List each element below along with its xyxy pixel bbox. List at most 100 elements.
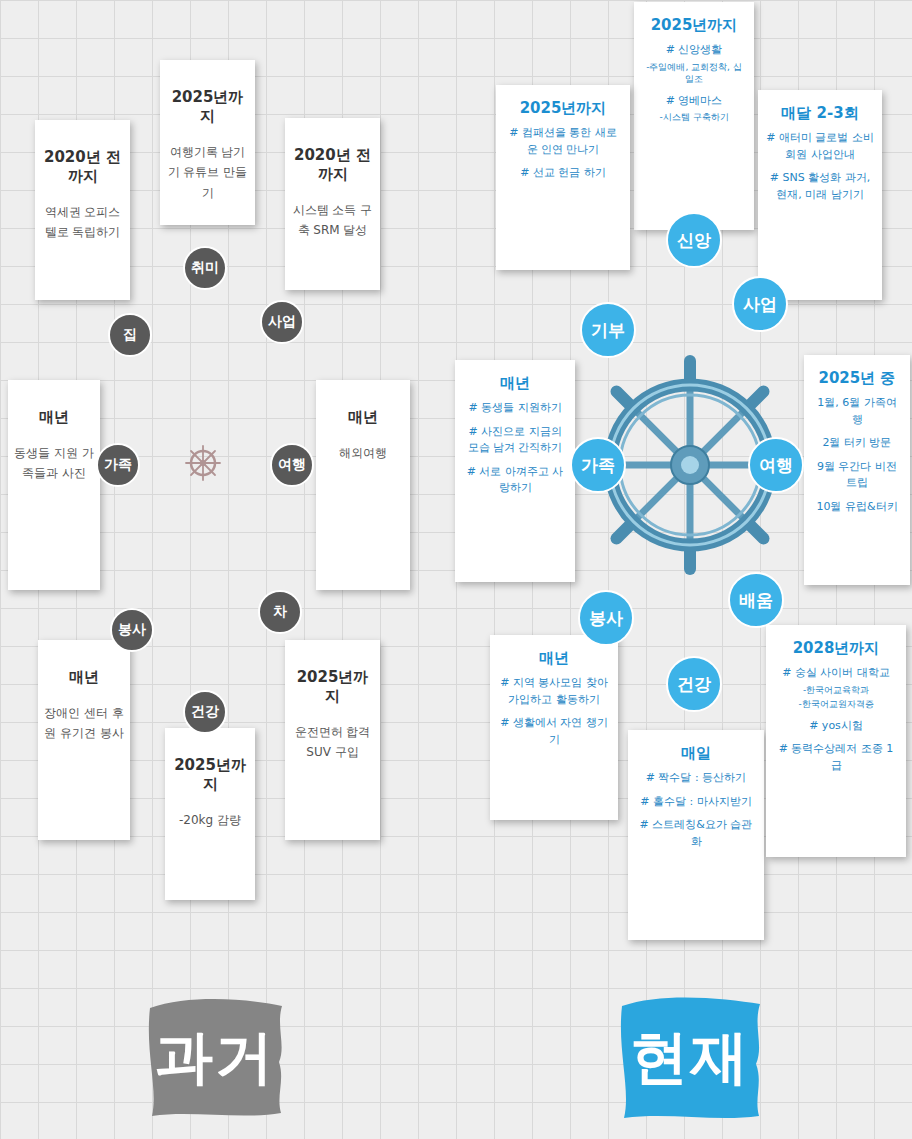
category-label: 여행 <box>278 456 306 474</box>
goal-period: 매달 2-3회 <box>766 104 874 123</box>
goal-period: 매년 <box>322 408 404 427</box>
category-label: 가족 <box>581 454 615 477</box>
goal-box: 2025년까지 -20kg 감량 <box>165 728 255 900</box>
goal-detail: 역세권 오피스텔로 독립하기 <box>41 202 124 243</box>
category-label: 건강 <box>191 703 219 721</box>
category-label: 봉사 <box>118 621 146 639</box>
goal-sub-detail: -한국어교육학과 <box>774 684 898 697</box>
category-label: 집 <box>123 326 137 344</box>
category-circle: 배움 <box>728 572 784 628</box>
goal-detail: # 사진으로 지금의 모습 남겨 간직하기 <box>463 424 567 457</box>
goal-box: 2020년 전까지역세권 오피스텔로 독립하기 <box>35 120 130 300</box>
category-label: 건강 <box>677 673 711 696</box>
goal-detail: # 숭실 사이버 대학교 <box>774 665 898 682</box>
small-wheel <box>186 446 220 480</box>
goal-detail: 해외여행 <box>322 443 404 463</box>
goal-box: 2025년까지 # 신앙생활 -주일예배, 교회정착, 십일조 # 영베마스-시스템 … <box>634 2 754 230</box>
goal-period: 2025년까지 <box>291 668 374 706</box>
goal-box: 2020년 전까지시스템 소득 구축 SRM 달성 <box>285 118 380 290</box>
goal-period: 매년 <box>498 649 610 668</box>
category-circle: 신앙 <box>666 212 722 268</box>
goal-detail: 동생들 지원 가족들과 사진 <box>14 443 94 484</box>
goal-sub-detail: -주일예배, 교회정착, 십일조 <box>642 61 746 86</box>
goal-period: 매년 <box>44 668 124 687</box>
goal-detail: 2월 터키 방문 <box>812 435 902 452</box>
category-circle: 건강 <box>183 690 227 734</box>
goal-detail: 운전면허 합격 SUV 구입 <box>291 722 374 763</box>
category-label: 봉사 <box>589 607 623 630</box>
goal-box: 2025년까지 # 컴패션을 통한 새로운 인연 만나기 # 선교 헌금 하기 <box>496 85 630 270</box>
goal-box: 매년동생들 지원 가족들과 사진 <box>8 380 100 590</box>
goal-box: 2025년까지운전면허 합격 SUV 구입 <box>285 640 380 840</box>
goal-sub-detail: -한국어교원자격증 <box>774 698 898 711</box>
category-circle: 취미 <box>183 246 227 290</box>
goal-period: 2025년까지 <box>171 756 249 794</box>
goal-detail: # SNS 활성화 과거, 현재, 미래 남기기 <box>766 170 874 203</box>
goal-detail: # 신앙생활 <box>642 42 746 59</box>
goal-box: 매일 # 짝수달 : 등산하기 # 홀수달 : 마사지받기 # 스트레칭&요가 습관화 <box>628 730 764 940</box>
category-label: 사업 <box>268 313 296 331</box>
category-circle: 차 <box>258 590 302 634</box>
section-title: 현재 <box>630 1019 750 1097</box>
goal-box: 2028년까지 # 숭실 사이버 대학교 -한국어교육학과-한국어교원자격증 # yo… <box>766 625 906 857</box>
goal-detail: -20kg 감량 <box>171 810 249 830</box>
category-label: 신앙 <box>677 229 711 252</box>
goal-detail: 여행기록 남기기 유튜브 만들기 <box>166 142 249 203</box>
goal-period: 매년 <box>463 374 567 393</box>
category-circle: 건강 <box>666 656 722 712</box>
category-label: 사업 <box>743 293 777 316</box>
goal-detail: # 선교 헌금 하기 <box>504 165 622 182</box>
category-label: 차 <box>273 603 287 621</box>
goal-sub-detail: -시스템 구축하기 <box>642 111 746 124</box>
goal-detail: 9월 우간다 비전트립 <box>812 459 902 492</box>
goal-period: 2020년 전까지 <box>41 148 124 186</box>
goal-box: 매년 # 동생들 지원하기 # 사진으로 지금의 모습 남겨 간직하기 # 서로 아껴… <box>455 360 575 582</box>
goal-detail: 10월 유럽&터키 <box>812 499 902 516</box>
category-circle: 봉사 <box>578 590 634 646</box>
category-circle: 기부 <box>580 302 636 358</box>
goal-detail: # 애터미 글로벌 소비회원 사업안내 <box>766 130 874 163</box>
category-circle: 가족 <box>570 437 626 493</box>
goal-detail: # 지역 봉사모임 찾아 가입하고 활동하기 <box>498 675 610 708</box>
category-label: 가족 <box>104 456 132 474</box>
category-label: 여행 <box>759 454 793 477</box>
section-title: 과거 <box>155 1019 275 1097</box>
goal-period: 매년 <box>14 408 94 427</box>
category-circle: 가족 <box>96 443 140 487</box>
goal-period: 2025년까지 <box>504 99 622 118</box>
goal-detail: # 생활에서 자연 챙기기 <box>498 715 610 748</box>
goal-detail: # 동생들 지원하기 <box>463 400 567 417</box>
goal-period: 2020년 전까지 <box>291 146 374 184</box>
goal-detail: 장애인 센터 후원 유기견 봉사 <box>44 703 124 744</box>
goal-detail: # 컴패션을 통한 새로운 인연 만나기 <box>504 125 622 158</box>
category-label: 기부 <box>591 319 625 342</box>
category-circle: 사업 <box>732 276 788 332</box>
goal-detail: # 영베마스 <box>642 93 746 110</box>
goal-period: 2025년까지 <box>642 16 746 35</box>
brush-stroke <box>621 997 760 1118</box>
goal-detail: # 스트레칭&요가 습관화 <box>636 817 756 850</box>
goal-detail: # 서로 아껴주고 사랑하기 <box>463 464 567 497</box>
goal-box: 매년 # 지역 봉사모임 찾아 가입하고 활동하기 # 생활에서 자연 챙기기 <box>490 635 618 820</box>
goal-detail: # 짝수달 : 등산하기 <box>636 770 756 787</box>
category-label: 취미 <box>191 259 219 277</box>
goal-period: 2025년까지 <box>166 88 249 126</box>
goal-box: 2025년 중 1월, 6월 가족여행 2월 터키 방문 9월 우간다 비전트립 10월… <box>804 355 910 585</box>
goal-box: 매년장애인 센터 후원 유기견 봉사 <box>38 640 130 840</box>
category-label: 배움 <box>739 589 773 612</box>
goal-detail: 시스템 소득 구축 SRM 달성 <box>291 200 374 241</box>
goal-box: 매달 2-3회 # 애터미 글로벌 소비회원 사업안내 # SNS 활성화 과거, … <box>758 90 882 300</box>
goal-detail: 1월, 6월 가족여행 <box>812 395 902 428</box>
goal-period: 매일 <box>636 744 756 763</box>
category-circle: 사업 <box>260 300 304 344</box>
brush-stroke <box>149 999 282 1116</box>
goal-detail: # yos시험 <box>774 718 898 735</box>
category-circle: 여행 <box>270 443 314 487</box>
category-circle: 여행 <box>748 437 804 493</box>
goal-period: 2028년까지 <box>774 639 898 658</box>
goal-detail: # 동력수상레저 조종 1급 <box>774 741 898 774</box>
goal-box: 2025년까지여행기록 남기기 유튜브 만들기 <box>160 60 255 225</box>
goal-detail: # 홀수달 : 마사지받기 <box>636 794 756 811</box>
goal-period: 2025년 중 <box>812 369 902 388</box>
goal-box: 매년해외여행 <box>316 380 410 590</box>
